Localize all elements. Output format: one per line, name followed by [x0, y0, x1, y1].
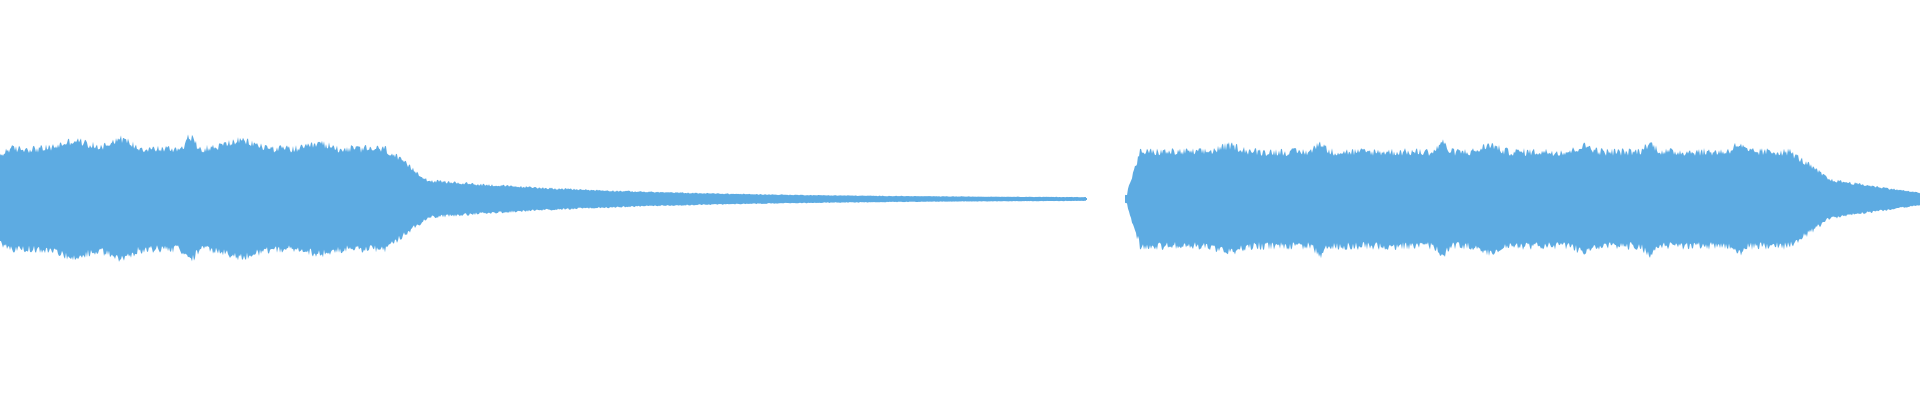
waveform-paths [0, 134, 1920, 262]
waveform-segment [1125, 139, 1920, 259]
